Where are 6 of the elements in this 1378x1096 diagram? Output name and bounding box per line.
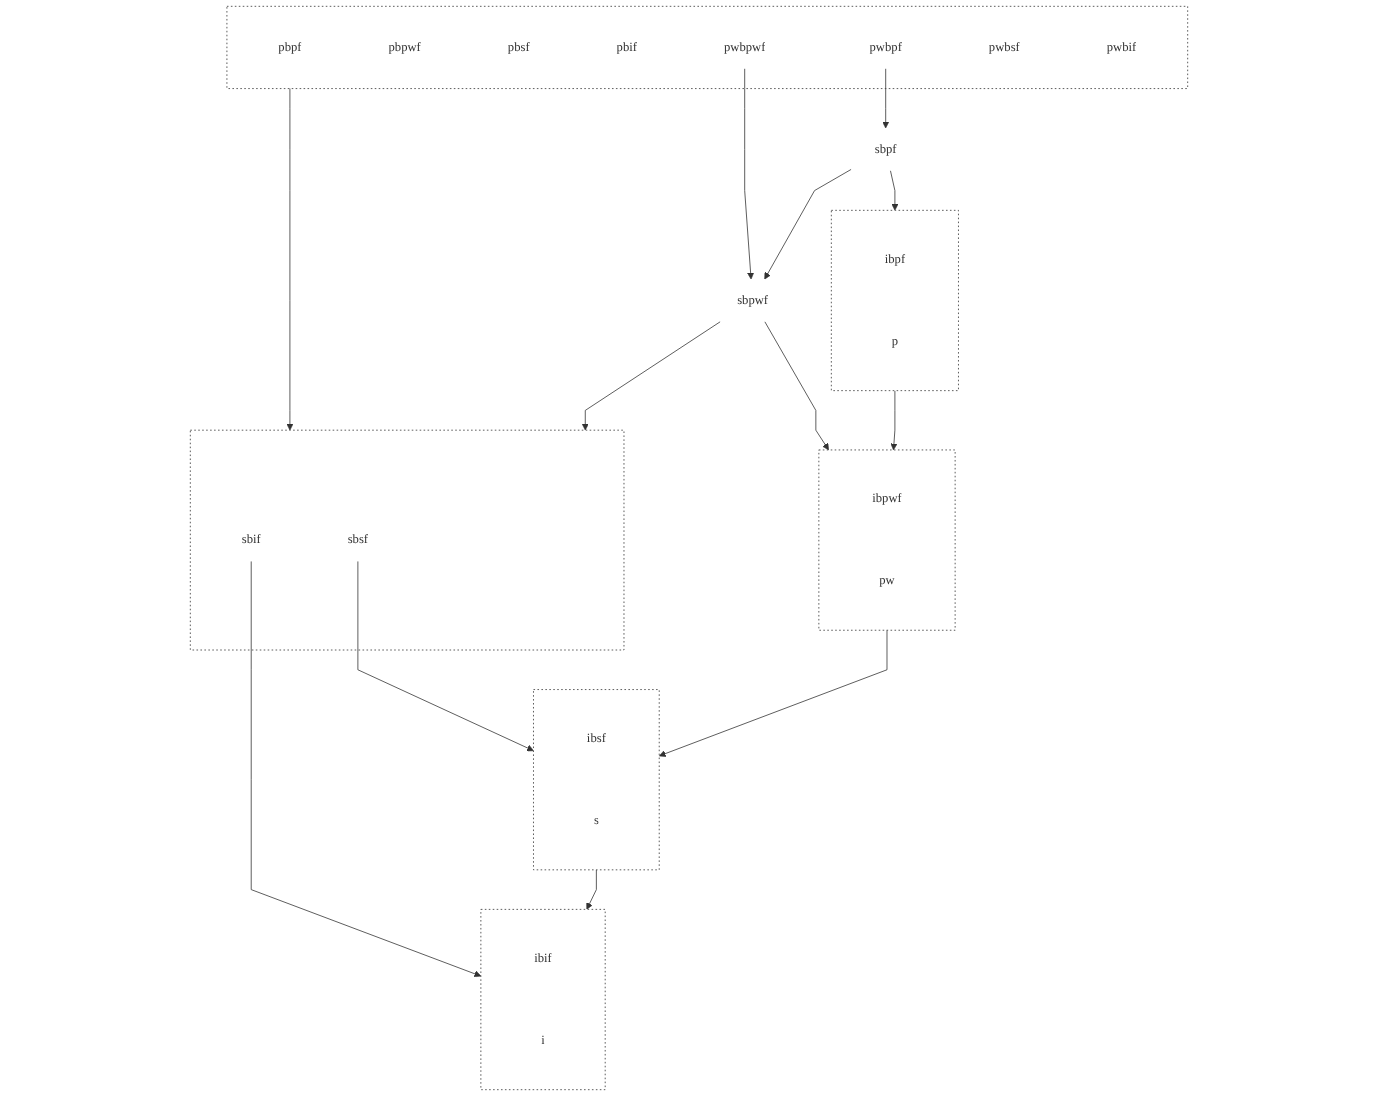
cluster (830, 209, 959, 392)
cluster (226, 5, 1189, 89)
cluster (480, 909, 606, 1091)
cluster (533, 689, 660, 871)
cluster (818, 449, 956, 631)
cluster (189, 429, 625, 651)
